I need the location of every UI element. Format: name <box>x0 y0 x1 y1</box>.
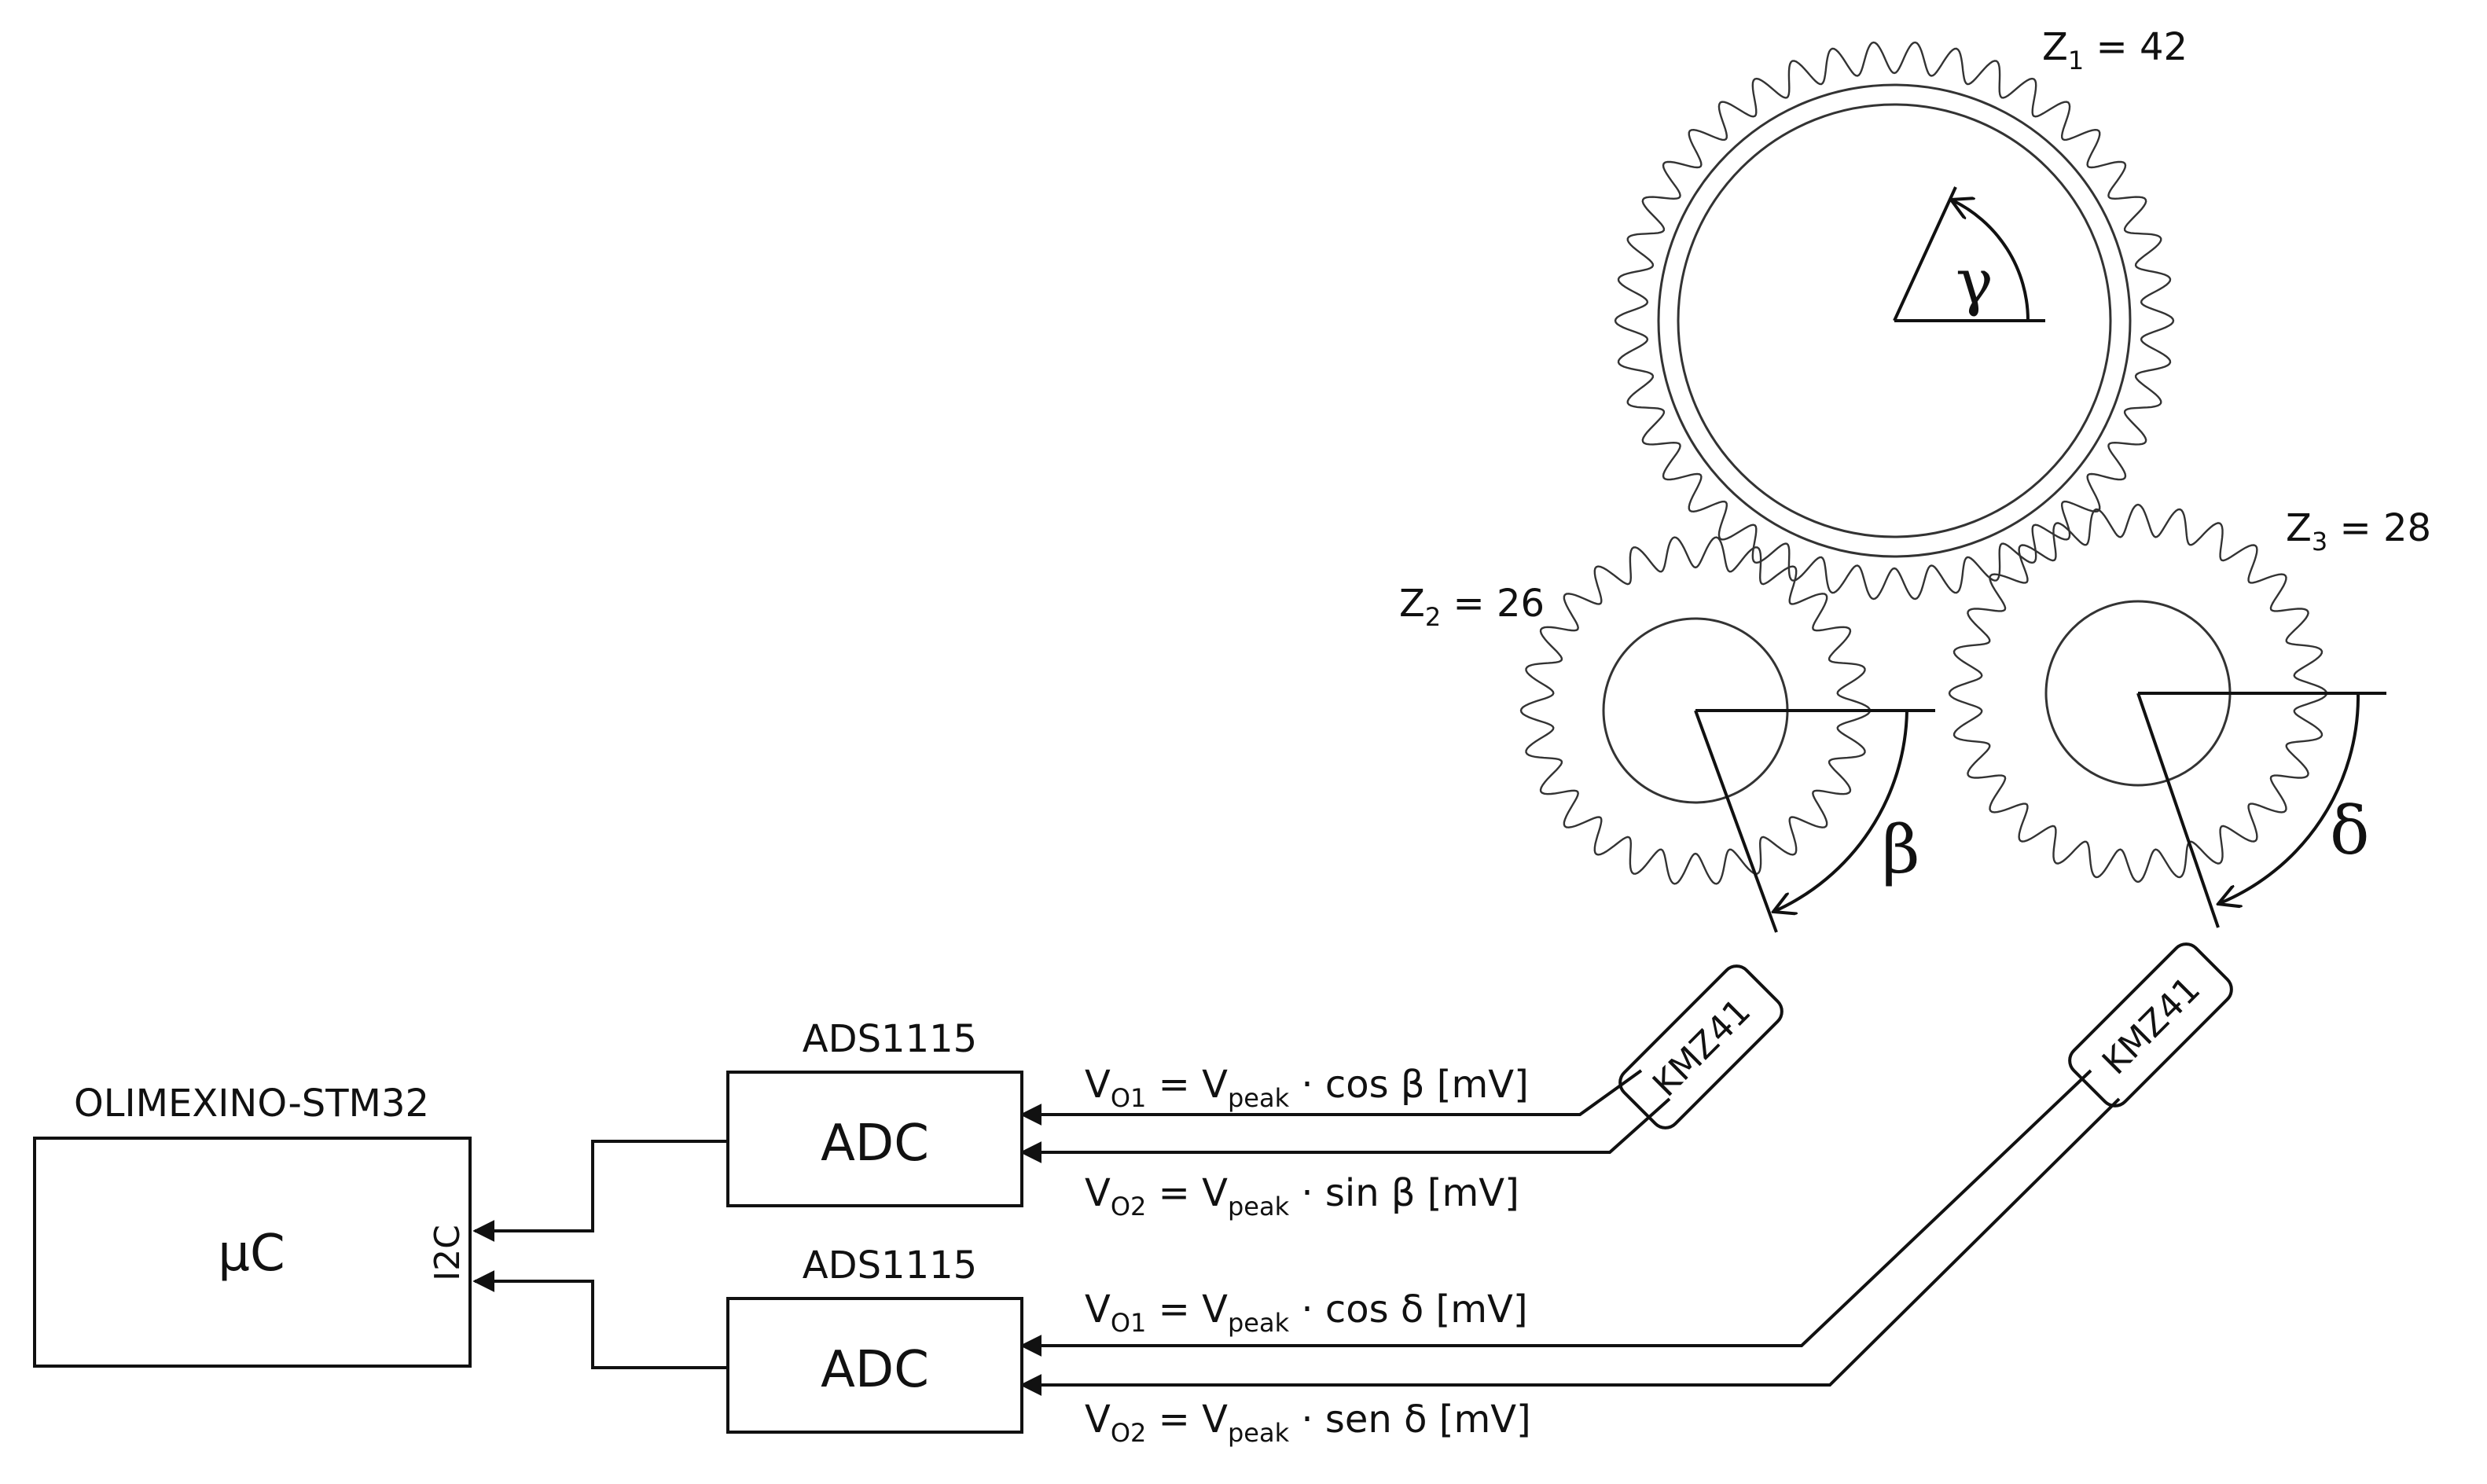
adc-1-label: ADC <box>821 1115 929 1173</box>
signal-label-2: VO2 = Vpeak · sin β [mV] <box>1085 1171 1519 1221</box>
adc-2-chip-label: ADS1115 <box>803 1243 977 1287</box>
microcontroller-box <box>33 1137 472 1368</box>
gear-z1-ring-inner <box>1677 103 2112 538</box>
kmz41-sensor-2: KMZ41 <box>2068 942 2233 1107</box>
gear-z2: β Z2 = 26 <box>1399 536 1935 933</box>
gear-z3-pointer <box>2136 692 2220 928</box>
gear-z2-angle-symbol: β <box>1882 811 1920 888</box>
microcontroller-board-label: OLIMEXINO-STM32 <box>74 1082 429 1126</box>
adc-block-1: ADC ADS1115 <box>726 1017 1023 1207</box>
gear-z3-angle-symbol: δ <box>2330 792 2370 869</box>
gear-z2-teeth <box>1519 536 1872 885</box>
adc-2-label: ADC <box>821 1341 929 1399</box>
signal-label-3: VO1 = Vpeak · cos δ [mV] <box>1085 1287 1528 1338</box>
gear-z1: γ Z1 = 42 <box>1614 25 2188 601</box>
kmz41-sensor-1-body <box>1618 964 1784 1130</box>
signal-label-4: VO2 = Vpeak · sen δ [mV] <box>1085 1398 1531 1448</box>
signal-wire-4 <box>1019 1097 2121 1396</box>
gear-z1-label: Z1 = 42 <box>2042 25 2188 75</box>
gear-z2-label: Z2 = 26 <box>1399 582 1545 632</box>
gear-z2-angle-arc <box>1773 710 1908 912</box>
adc-1-chip-label: ADS1115 <box>803 1017 977 1061</box>
i2c-port-label: I2C <box>428 1225 468 1281</box>
gear-z1-teeth <box>1614 41 2175 601</box>
adc-block-2: ADC ADS1115 <box>726 1243 1023 1434</box>
i2c-wire-1 <box>472 1140 728 1242</box>
adc-2-box <box>726 1297 1023 1434</box>
gear-z3: δ Z3 = 28 <box>1948 503 2431 928</box>
signal-label-1: VO1 = Vpeak · cos β [mV] <box>1085 1063 1529 1113</box>
kmz41-sensor-2-body <box>2068 942 2233 1107</box>
microcontroller-block: μC OLIMEXINO-STM32 I2C <box>33 1082 472 1368</box>
i2c-wire-2 <box>472 1270 728 1369</box>
gear-z3-angle-arc <box>2218 692 2360 904</box>
gear-z3-teeth <box>1948 503 2328 883</box>
gear-z3-label: Z3 = 28 <box>2286 506 2431 556</box>
microcontroller-label: μC <box>218 1225 285 1283</box>
adc-1-box <box>726 1071 1023 1207</box>
gear-z1-pointer <box>1893 186 1957 321</box>
gear-z1-ring-outer <box>1657 83 2132 558</box>
gear-z1-angle-symbol: γ <box>1956 245 1993 318</box>
gear-z1-angle-arc <box>1951 200 2030 321</box>
kmz41-sensor-1: KMZ41 <box>1618 964 1784 1130</box>
gear-z2-pointer <box>1694 710 1778 933</box>
signal-wire-3 <box>1019 1069 2092 1357</box>
signal-wire-1 <box>1019 1069 1643 1126</box>
signal-wire-2 <box>1019 1097 1671 1163</box>
